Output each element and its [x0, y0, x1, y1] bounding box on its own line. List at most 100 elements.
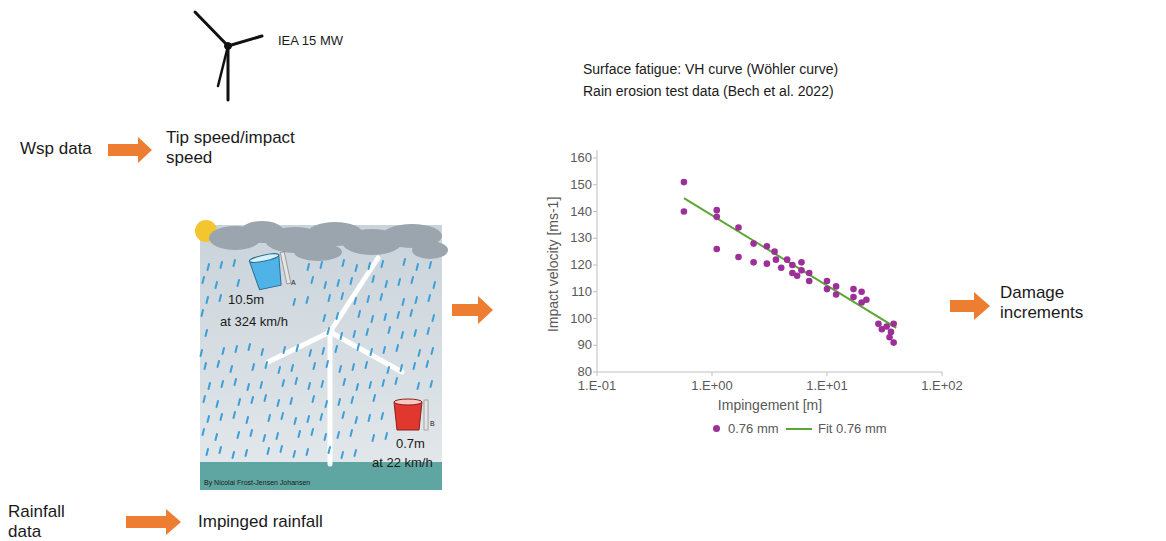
step-label: Damage increments: [1000, 283, 1100, 324]
illustration-label: at 324 km/h: [220, 314, 310, 330]
raindrop: [234, 412, 236, 418]
raindrop: [314, 363, 316, 369]
raindrop: [429, 295, 431, 301]
raindrop: [383, 380, 385, 386]
raindrop: [371, 349, 373, 355]
illustration-label: B: [430, 420, 440, 428]
vh-chart: [681, 179, 897, 346]
vh-chart: [597, 372, 942, 373]
rain-bucket: [280, 252, 291, 284]
fit-line: [684, 198, 896, 328]
raindrop: [249, 344, 251, 350]
y-tick-label: 150: [560, 177, 592, 193]
raindrop: [404, 259, 406, 265]
raindrop: [399, 279, 401, 285]
data-point: [883, 323, 890, 330]
raindrop: [235, 379, 237, 385]
raindrop: [433, 315, 435, 321]
raindrop: [427, 361, 429, 367]
raindrop: [266, 362, 268, 368]
data-point: [713, 246, 720, 253]
raindrop: [343, 260, 345, 266]
data-point: [764, 243, 771, 250]
raindrop: [356, 417, 358, 423]
data-point: [735, 224, 742, 231]
raindrop: [236, 346, 238, 352]
raindrop: [238, 280, 240, 286]
raindrop: [356, 265, 358, 271]
raindrop: [398, 312, 400, 318]
raindrop: [208, 264, 210, 270]
rain-bucket: [424, 400, 428, 430]
axis-title: Impact velocity [ms-1]: [545, 164, 562, 364]
raindrop: [367, 329, 369, 335]
data-point: [764, 260, 771, 267]
raindrop: [384, 347, 386, 353]
raindrop: [430, 262, 432, 268]
raindrop: [329, 447, 331, 453]
raindrop: [416, 297, 418, 303]
raindrop: [307, 449, 309, 455]
data-point: [798, 267, 805, 274]
data-point: [750, 240, 757, 247]
raindrop: [282, 413, 284, 419]
raindrop: [342, 452, 344, 458]
raindrop: [411, 310, 413, 316]
turbine-icon: [195, 12, 228, 46]
y-tick-label: 90: [560, 337, 592, 353]
raindrop: [340, 366, 342, 372]
raindrop: [220, 295, 222, 301]
y-tick-label: 100: [560, 311, 592, 327]
raindrop: [247, 417, 249, 423]
raindrop: [299, 431, 301, 437]
step-label: Wsp data: [20, 139, 110, 159]
raindrop: [278, 400, 280, 406]
data-point: [713, 207, 720, 214]
raindrop: [284, 347, 286, 353]
raindrop: [355, 450, 357, 456]
raindrop: [402, 332, 404, 338]
raindrop: [338, 432, 340, 438]
raindrop: [216, 282, 218, 288]
raindrop: [368, 296, 370, 302]
raindrop: [369, 263, 371, 269]
raindrop: [207, 449, 209, 455]
raindrop: [397, 345, 399, 351]
data-point: [806, 270, 813, 277]
raindrop: [374, 395, 376, 401]
flow-arrow: [950, 292, 990, 320]
data-point: [713, 214, 720, 221]
vh-chart: [593, 291, 597, 292]
raindrop: [342, 293, 344, 299]
raindrop: [329, 295, 331, 301]
vh-chart: [593, 211, 597, 212]
raindrop: [239, 399, 241, 405]
data-point: [833, 291, 840, 298]
data-point: [794, 272, 801, 279]
rain-bucket: [394, 399, 422, 405]
flow-arrow: [108, 137, 152, 163]
illustration-label: A: [291, 279, 301, 287]
data-point: [886, 334, 893, 341]
step-label: Rainfall data: [8, 502, 88, 541]
raindrop: [268, 448, 270, 454]
data-point: [735, 254, 742, 261]
raindrop: [205, 363, 207, 369]
rain-illustration: [200, 225, 442, 490]
raindrop: [358, 344, 360, 350]
raindrop: [341, 333, 343, 339]
raindrop: [428, 328, 430, 334]
raindrop: [338, 280, 340, 286]
raindrop: [321, 262, 323, 268]
axis-title: Impingement [m]: [690, 397, 850, 414]
turbine-icon: [225, 43, 232, 50]
vh-chart: [597, 150, 598, 372]
raindrop: [252, 397, 254, 403]
raindrop: [208, 416, 210, 422]
raindrop: [369, 415, 371, 421]
raindrop: [417, 264, 419, 270]
raindrop: [337, 313, 339, 319]
rain-illustration: [326, 328, 334, 336]
raindrop: [308, 264, 310, 270]
raindrop: [382, 261, 384, 267]
